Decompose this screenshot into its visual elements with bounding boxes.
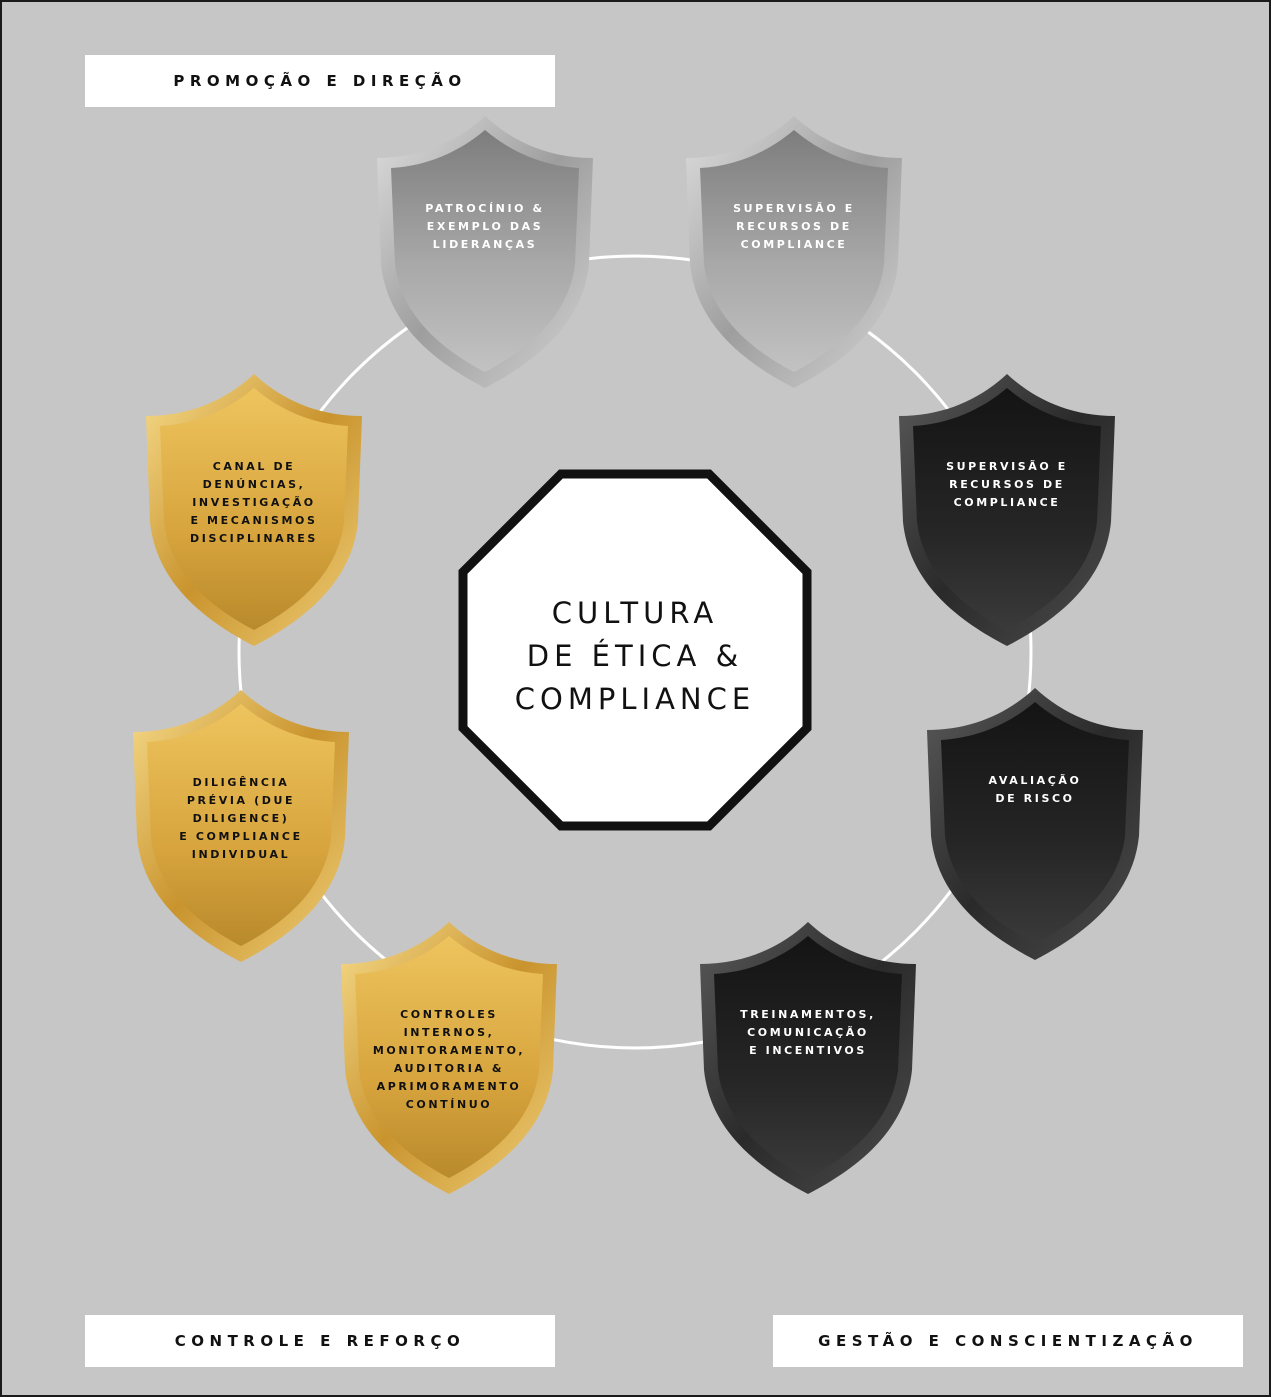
shield-patrocinio-liderancas: PATROCÍNIO & EXEMPLO DAS LIDERANÇAS [373,114,597,390]
octagon-shape [458,469,812,831]
shield-label: PATROCÍNIO & EXEMPLO DAS LIDERANÇAS [425,202,545,251]
center-title: CULTURA DE ÉTICA & COMPLIANCE [514,596,756,716]
section-label-text: PROMOÇÃO E DIREÇÃO [173,72,467,90]
section-label-controle-reforco: CONTROLE E REFORÇO [85,1315,555,1367]
shield-label: CANAL DE DENÚNCIAS, INVESTIGAÇÃO E MECAN… [190,460,318,545]
center-octagon: CULTURA DE ÉTICA & COMPLIANCE [457,468,813,832]
shield-avaliacao-risco: AVALIAÇÃO DE RISCO [923,686,1147,962]
section-label-text: CONTROLE E REFORÇO [174,1332,466,1350]
shield-label: AVALIAÇÃO DE RISCO [988,774,1082,805]
shield-supervisao-recursos-silver: SUPERVISÃO E RECURSOS DE COMPLIANCE [682,114,906,390]
section-label-text: GESTÃO E CONSCIENTIZAÇÃO [818,1332,1198,1350]
shield-supervisao-recursos-black: SUPERVISÃO E RECURSOS DE COMPLIANCE [895,372,1119,648]
shield-controles-internos: CONTROLES INTERNOS, MONITORAMENTO, AUDIT… [337,920,561,1196]
shield-label: TREINAMENTOS, COMUNICAÇÃO E INCENTIVOS [740,1008,876,1057]
section-label-promocao-direcao: PROMOÇÃO E DIREÇÃO [85,55,555,107]
black-shield-icon [923,686,1147,962]
shield-diligencia-previa: DILIGÊNCIA PRÉVIA (DUE DILIGENCE) E COMP… [129,688,353,964]
shield-label: SUPERVISÃO E RECURSOS DE COMPLIANCE [733,202,855,251]
shield-label: DILIGÊNCIA PRÉVIA (DUE DILIGENCE) E COMP… [179,776,303,861]
shield-treinamentos-comunicacao: TREINAMENTOS, COMUNICAÇÃO E INCENTIVOS [696,920,920,1196]
shield-label: CONTROLES INTERNOS, MONITORAMENTO, AUDIT… [372,1008,526,1111]
section-label-gestao-conscientizacao: GESTÃO E CONSCIENTIZAÇÃO [773,1315,1243,1367]
shield-label: SUPERVISÃO E RECURSOS DE COMPLIANCE [946,460,1068,509]
shield-canal-denuncias: CANAL DE DENÚNCIAS, INVESTIGAÇÃO E MECAN… [142,372,366,648]
